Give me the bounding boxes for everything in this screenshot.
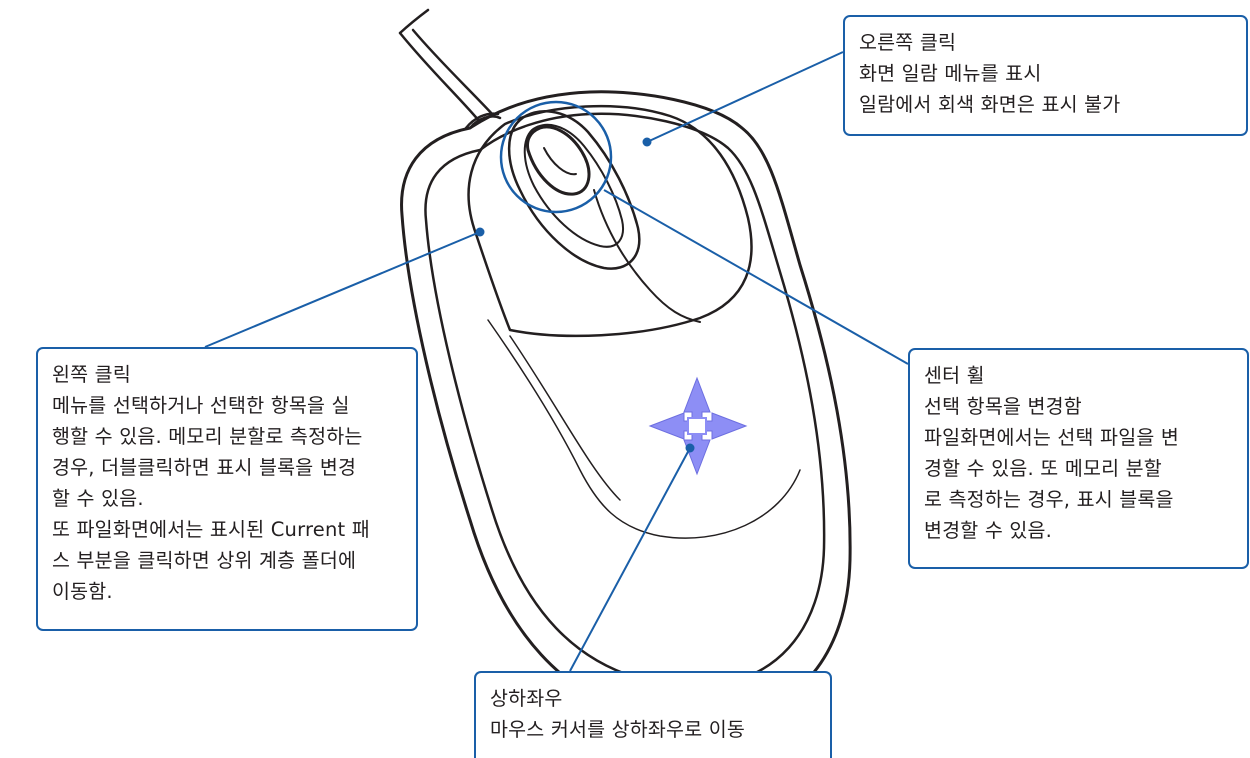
callout-line: 메뉴를 선택하거나 선택한 항목을 실: [52, 394, 350, 417]
callout-title: 상하좌우: [490, 687, 563, 710]
callout-line: 또 파일화면에서는 표시된 Current 패: [52, 518, 370, 541]
callout-right-click: 오른쪽 클릭 화면 일람 메뉴를 표시 일람에서 회색 화면은 표시 불가: [843, 15, 1248, 136]
leader-lines: [204, 51, 909, 672]
callout-line: 행할 수 있음. 메모리 분할로 측정하는: [52, 425, 363, 448]
leader-dots: [475, 137, 695, 453]
callout-line: 로 측정하는 경우, 표시 블록을: [924, 488, 1174, 511]
callout-line: 변경할 수 있음.: [924, 519, 1053, 542]
callout-line: 할 수 있음.: [52, 487, 144, 510]
callout-line: 화면 일람 메뉴를 표시: [859, 62, 1042, 85]
mouse-illustration: [400, 90, 852, 725]
leader-line-arrows: [569, 447, 691, 672]
callout-title: 센터 휠: [924, 364, 985, 387]
scroll-wheel: [507, 110, 641, 270]
dot-left-click: [475, 227, 485, 237]
callout-line: 이동함.: [52, 580, 113, 603]
callout-line: 선택 항목을 변경함: [924, 395, 1082, 418]
callout-left-click: 왼쪽 클릭 메뉴를 선택하거나 선택한 항목을 실 행할 수 있음. 메모리 분…: [36, 347, 418, 631]
callout-arrows: 상하좌우 마우스 커서를 상하좌우로 이동: [474, 671, 832, 758]
dot-right-click: [642, 137, 652, 147]
callout-line: 경우, 더블클릭하면 표시 블록을 변경: [52, 456, 357, 479]
callout-line: 마우스 커서를 상하좌우로 이동: [490, 718, 746, 741]
callout-title: 왼쪽 클릭: [52, 363, 131, 386]
leader-line-left-click: [204, 231, 481, 348]
callout-line: 파일화면에서는 선택 파일을 변: [924, 426, 1180, 449]
mouse-cable: [398, 8, 500, 130]
dot-arrows: [685, 443, 695, 453]
four-way-arrow-icon: [648, 376, 748, 476]
callout-line: 경할 수 있음. 또 메모리 분할: [924, 457, 1162, 480]
wheel-highlight-circle: [499, 100, 613, 214]
callout-center-wheel: 센터 휠 선택 항목을 변경함 파일화면에서는 선택 파일을 변 경할 수 있음…: [908, 348, 1249, 569]
leader-line-center-wheel: [603, 189, 909, 365]
leader-line-right-click: [646, 51, 844, 143]
callout-line: 일람에서 회색 화면은 표시 불가: [859, 93, 1121, 116]
callout-line: 스 부분을 클릭하면 상위 계층 폴더에: [52, 549, 357, 572]
callout-title: 오른쪽 클릭: [859, 31, 957, 54]
